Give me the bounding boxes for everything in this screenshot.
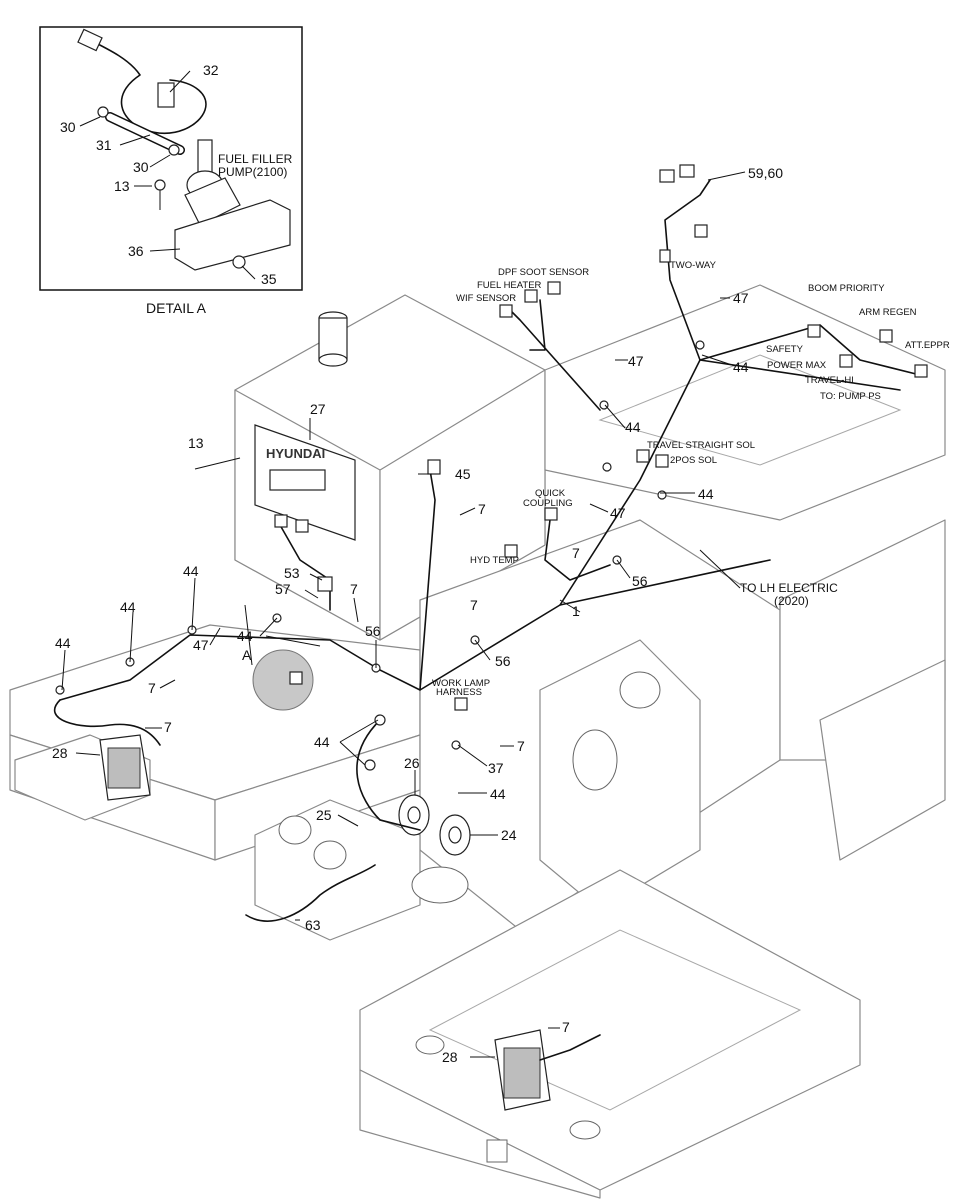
callout-45: 45	[455, 466, 471, 482]
callout-63: 63	[305, 917, 321, 933]
label-work-lamp-1: WORK LAMP	[432, 678, 490, 689]
callout-56-a: 56	[632, 573, 648, 589]
label-quick-1: QUICK	[535, 488, 566, 499]
detail-a-inset	[39, 26, 303, 291]
callout-7-a: 7	[478, 501, 486, 517]
callout-56-c: 56	[365, 623, 381, 639]
callout-13-detail: 13	[114, 178, 130, 194]
detail-title: DETAIL A	[146, 300, 207, 316]
callout-47-b: 47	[628, 353, 644, 369]
callout-30-bottom: 30	[133, 159, 149, 175]
callout-7-b: 7	[572, 545, 580, 561]
brand-label: HYUNDAI	[266, 446, 325, 461]
label-to-lh-electric-2: (2020)	[774, 594, 809, 608]
work-lamp-right	[494, 1029, 551, 1111]
label-travel-straight-sol: TRAVEL STRAIGHT SOL	[647, 440, 755, 451]
callout-30-top: 30	[60, 119, 76, 135]
label-2pos-sol: 2POS SOL	[670, 455, 717, 466]
callout-53: 53	[284, 565, 300, 581]
callout-28-a: 28	[52, 745, 68, 761]
label-travel-hi: TRAVEL-HI	[805, 375, 854, 386]
pump-label-line1: FUEL FILLER	[218, 152, 293, 166]
callout-7-h: 7	[562, 1019, 570, 1035]
callout-36: 36	[128, 243, 144, 259]
callout-44-i: 44	[490, 786, 506, 802]
callout-35: 35	[261, 271, 277, 287]
callout-44-b: 44	[625, 419, 641, 435]
callout-37: 37	[488, 760, 504, 776]
label-hyd-temp: HYD TEMP	[470, 555, 519, 566]
callout-13: 13	[188, 435, 204, 451]
callout-44-e: 44	[120, 599, 136, 615]
callout-26: 26	[404, 755, 420, 771]
label-boom-priority: BOOM PRIORITY	[808, 283, 885, 294]
label-to-pump-ps: TO: PUMP PS	[820, 391, 881, 402]
callout-44-f: 44	[55, 635, 71, 651]
connectors	[55, 164, 928, 771]
callout-31: 31	[96, 137, 112, 153]
callout-7-g: 7	[517, 738, 525, 754]
label-fuel-heater: FUEL HEATER	[477, 280, 542, 291]
callout-32: 32	[203, 62, 219, 78]
detail-a-marker	[252, 649, 314, 711]
callout-44-h: 44	[314, 734, 330, 750]
label-safety: SAFETY	[766, 344, 804, 355]
callout-28-b: 28	[442, 1049, 458, 1065]
label-to-lh-electric: TO LH ELECTRIC	[740, 581, 838, 595]
upper-frame-structure	[9, 284, 946, 1199]
leader-lines	[61, 171, 746, 1058]
label-work-lamp-2: HARNESS	[436, 687, 482, 698]
controller-unit: HYUNDAI	[254, 424, 356, 541]
callout-44-a: 44	[733, 359, 749, 375]
callout-1: 1	[572, 603, 580, 619]
callout-59-60: 59,60	[748, 165, 783, 181]
pump-label-line2: PUMP(2100)	[218, 165, 287, 179]
callout-47-c: 47	[610, 505, 626, 521]
callout-a-marker: A	[242, 647, 252, 663]
label-att-eppr: ATT.EPPR	[905, 340, 950, 351]
callout-44-d: 44	[183, 563, 199, 579]
callout-7-d: 7	[350, 581, 358, 597]
label-quick-2: COUPLING	[523, 498, 573, 509]
label-power-max: POWER MAX	[767, 360, 827, 371]
work-lamp-left	[99, 734, 151, 801]
callout-57: 57	[275, 581, 291, 597]
callout-47-d: 47	[193, 637, 209, 653]
callout-7-f: 7	[164, 719, 172, 735]
callout-7-c: 7	[470, 597, 478, 613]
label-arm-regen: ARM REGEN	[859, 307, 917, 318]
callout-25: 25	[316, 807, 332, 823]
label-two-way: TWO-WAY	[670, 260, 717, 271]
callout-7-e: 7	[148, 680, 156, 696]
callout-27: 27	[310, 401, 326, 417]
callout-44-g: 44	[237, 628, 253, 644]
callout-47-a: 47	[733, 290, 749, 306]
horn-assembly	[398, 794, 471, 856]
callout-56-b: 56	[495, 653, 511, 669]
label-dpf-soot-sensor: DPF SOOT SENSOR	[498, 267, 589, 278]
wire-harness	[53, 179, 921, 1061]
callout-44-c: 44	[698, 486, 714, 502]
callout-24: 24	[501, 827, 517, 843]
label-wif-sensor: WIF SENSOR	[456, 293, 516, 304]
